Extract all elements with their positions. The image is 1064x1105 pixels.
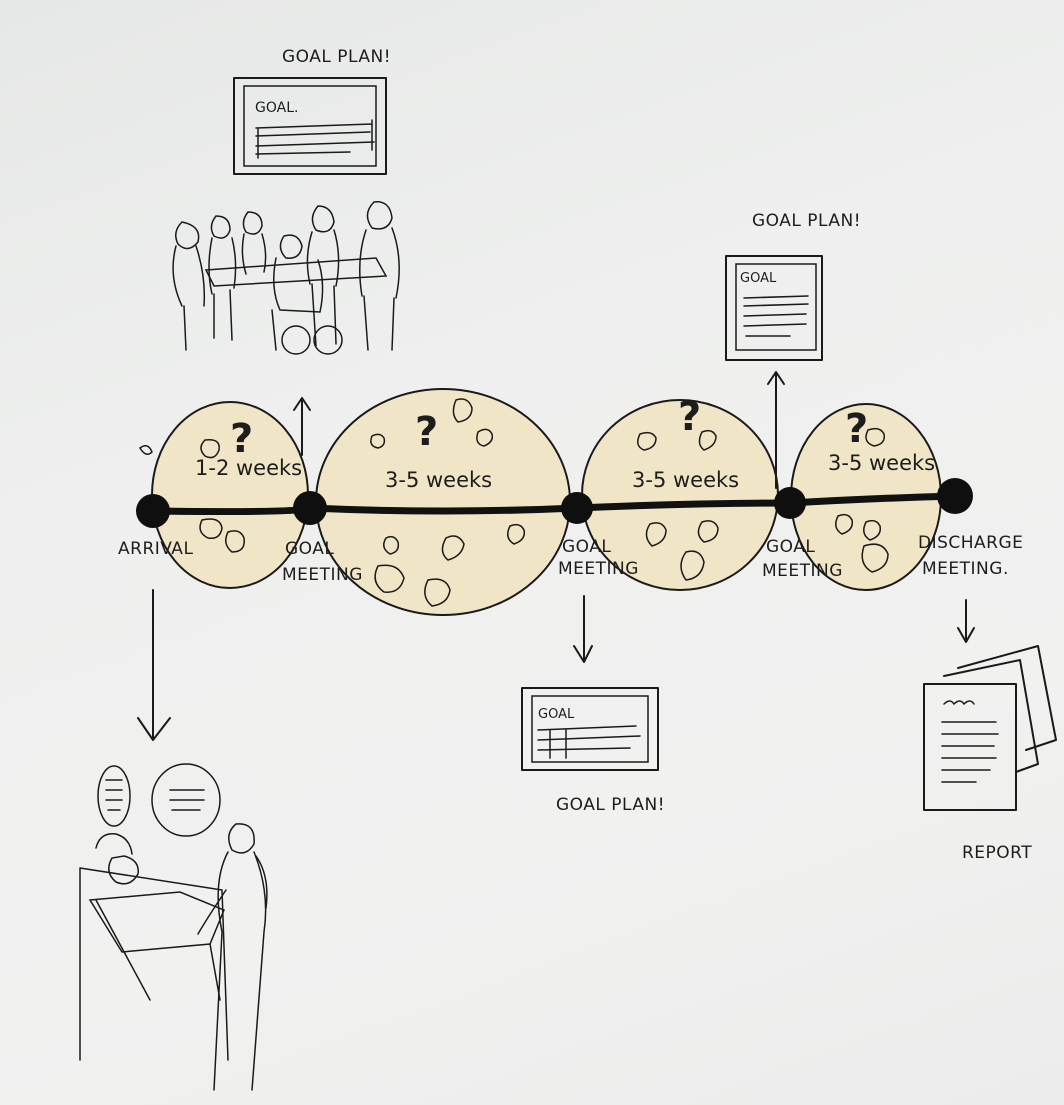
milestone-dot-goal-meeting-1 bbox=[293, 491, 327, 525]
question-mark-4: ? bbox=[845, 406, 868, 452]
goal-plan-caption-3: GOAL PLAN! bbox=[556, 795, 665, 815]
report-caption: REPORT bbox=[962, 843, 1032, 863]
speech-bubble-small bbox=[98, 766, 130, 826]
decorative-scribble bbox=[140, 446, 152, 455]
milestone-label-goal-meeting-1-line1: GOAL bbox=[285, 539, 334, 559]
arrival-illustration bbox=[80, 764, 267, 1090]
milestone-label-goal-meeting-3-line2: MEETING bbox=[762, 561, 843, 581]
goal-plan-document-1: GOAL PLAN! GOAL. bbox=[234, 47, 391, 174]
milestone-label-goal-meeting-1-line2: MEETING bbox=[282, 565, 363, 585]
question-mark-3: ? bbox=[678, 394, 701, 440]
milestone-label-goal-meeting-2-line1: GOAL bbox=[562, 537, 611, 557]
milestone-label-discharge-line2: MEETING. bbox=[922, 559, 1009, 579]
phase-duration-3: 3-5 weeks bbox=[632, 468, 739, 492]
phase-duration-2: 3-5 weeks bbox=[385, 468, 492, 492]
milestone-label-goal-meeting-2-line2: MEETING bbox=[558, 559, 639, 579]
goal-plan-caption-2: GOAL PLAN! bbox=[752, 211, 861, 231]
question-mark-2: ? bbox=[415, 409, 438, 455]
milestone-label-discharge-line1: DISCHARGE bbox=[918, 533, 1023, 553]
goal-plan-document-2: GOAL PLAN! GOAL bbox=[726, 211, 861, 360]
milestone-dot-discharge bbox=[937, 478, 973, 514]
phase-duration-4: 3-5 weeks bbox=[828, 451, 935, 475]
phase-bubble-1: 1-2 weeks ? bbox=[152, 402, 308, 588]
goal-doc-heading-2: GOAL bbox=[740, 271, 777, 286]
milestone-dot-goal-meeting-3 bbox=[774, 487, 806, 519]
down-arrow-arrival bbox=[138, 590, 170, 740]
team-meeting-illustration bbox=[173, 202, 399, 354]
goal-doc-heading-3: GOAL bbox=[538, 707, 575, 722]
goal-plan-document-3: GOAL GOAL PLAN! bbox=[522, 688, 665, 815]
report-document-stack: REPORT bbox=[924, 646, 1056, 863]
down-arrow-discharge bbox=[958, 600, 974, 642]
milestone-dot-goal-meeting-2 bbox=[561, 492, 593, 524]
question-mark-1: ? bbox=[230, 416, 253, 462]
goal-doc-heading-1: GOAL. bbox=[255, 100, 298, 116]
milestone-label-arrival: ARRIVAL bbox=[118, 539, 193, 559]
milestone-label-goal-meeting-3-line1: GOAL bbox=[766, 537, 815, 557]
down-arrow-goal-meeting-2 bbox=[574, 596, 592, 662]
goal-plan-caption-1: GOAL PLAN! bbox=[282, 47, 391, 67]
milestone-dot-arrival bbox=[136, 494, 170, 528]
